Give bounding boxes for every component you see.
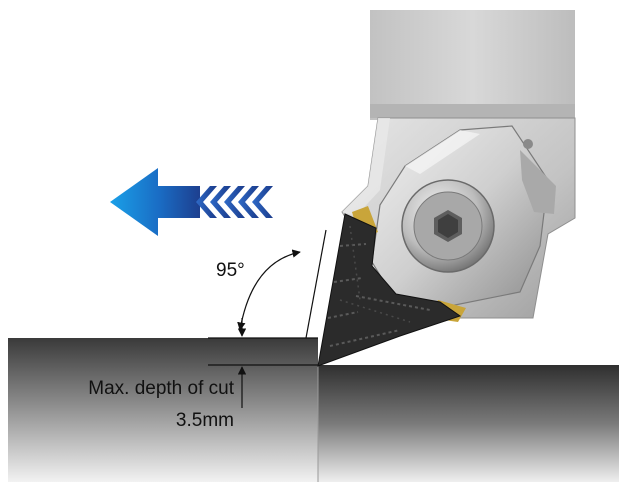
turning-insert-icon bbox=[317, 206, 466, 367]
angle-arc bbox=[237, 249, 301, 331]
arrow-left-icon bbox=[110, 168, 273, 236]
workpiece-cut-section bbox=[8, 338, 318, 482]
angle-label: 95° bbox=[216, 260, 245, 281]
depth-label-line2: 3.5mm bbox=[176, 410, 234, 431]
hex-socket-screw-icon bbox=[401, 179, 495, 273]
holder-shank bbox=[370, 10, 575, 120]
tool-edge-line bbox=[305, 229, 327, 339]
dimension-lines bbox=[208, 229, 327, 408]
depth-label-line1: Max. depth of cut bbox=[88, 378, 234, 399]
insert-body bbox=[317, 213, 462, 367]
workpiece-uncut-section bbox=[318, 365, 619, 482]
